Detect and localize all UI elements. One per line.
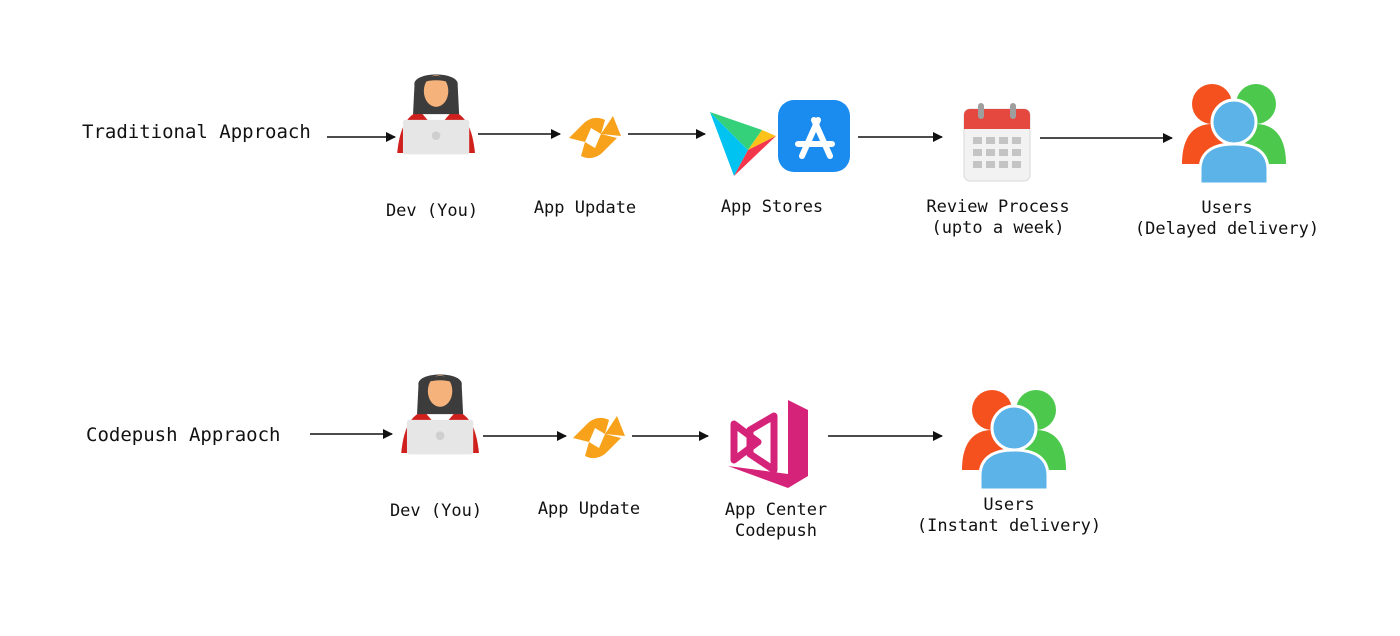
developer-icon bbox=[397, 74, 475, 155]
center-label-line2: Codepush bbox=[735, 521, 817, 541]
review-label-line2: (upto a week) bbox=[931, 218, 1065, 238]
users-label-2: Users (Instant delivery) bbox=[917, 495, 1101, 537]
traditional-approach-title: Traditional Approach bbox=[82, 121, 311, 143]
center-label-line1: App Center bbox=[724, 500, 828, 520]
visual-studio-icon bbox=[728, 400, 808, 488]
users-group-icon bbox=[1180, 82, 1288, 186]
users-label-2-line2: (Instant delivery) bbox=[916, 516, 1102, 536]
google-play-icon bbox=[710, 112, 776, 176]
update-label-2: App Update bbox=[538, 499, 640, 520]
users-group-icon-2 bbox=[960, 388, 1068, 492]
stores-label: App Stores bbox=[721, 197, 823, 218]
calendar-icon bbox=[963, 103, 1031, 182]
sync-update-icon bbox=[569, 116, 621, 159]
center-label: App Center Codepush bbox=[725, 500, 827, 542]
update-label: App Update bbox=[534, 198, 636, 219]
update-label-2-text: App Update bbox=[537, 499, 641, 519]
codepush-approach-title: Codepush Appraoch bbox=[86, 424, 281, 446]
review-label: Review Process (upto a week) bbox=[926, 197, 1069, 239]
dev-label-2: Dev (You) bbox=[390, 501, 482, 522]
app-store-icon bbox=[778, 100, 850, 172]
dev-label: Dev (You) bbox=[386, 201, 478, 222]
users-label-line1: Users bbox=[1201, 198, 1253, 218]
users-label-2-line1: Users bbox=[983, 495, 1035, 515]
users-label-line2: (Delayed delivery) bbox=[1134, 219, 1320, 239]
sync-update-icon-2 bbox=[573, 416, 625, 459]
users-label: Users (Delayed delivery) bbox=[1135, 198, 1319, 240]
review-label-line1: Review Process bbox=[926, 197, 1070, 217]
developer-icon-2 bbox=[401, 374, 479, 455]
dev-label-text: Dev (You) bbox=[385, 201, 479, 221]
update-label-text: App Update bbox=[533, 198, 637, 218]
stores-label-text: App Stores bbox=[720, 197, 824, 217]
dev-label-2-text: Dev (You) bbox=[389, 501, 483, 521]
